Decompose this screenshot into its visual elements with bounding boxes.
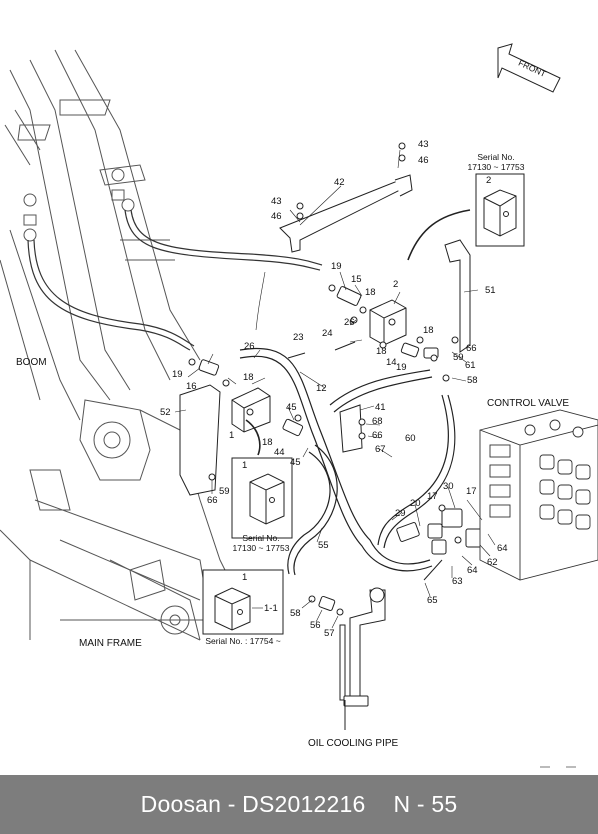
callout-67: 67 [375, 444, 386, 455]
hydraulic-parts-diagram: FRONT Serial No. 17130 ~ 17753 2 1 Seria… [0, 43, 598, 768]
callout-55: 55 [318, 540, 329, 551]
callout-15: 15 [351, 274, 362, 285]
callout-52: 52 [160, 407, 171, 418]
callout-64: 64 [467, 565, 478, 576]
callout-1: 1 [229, 430, 234, 441]
callout-12: 12 [316, 383, 327, 394]
hose-55 [287, 444, 338, 576]
callout-26: 26 [344, 317, 355, 328]
callout-19: 19 [331, 261, 342, 272]
callout-43: 43 [271, 196, 282, 207]
callout-58: 58 [467, 375, 478, 386]
callout-43: 43 [418, 139, 429, 150]
callout-59: 59 [453, 352, 464, 363]
callout-45: 45 [290, 457, 301, 468]
leader-lines [174, 149, 496, 629]
bracket-52 [179, 384, 221, 496]
callout-65: 65 [427, 595, 438, 606]
callout-17: 17 [427, 491, 438, 502]
oil-cooling-pipe [339, 587, 386, 730]
callout-60: 60 [405, 433, 416, 444]
callout-26: 26 [244, 341, 255, 352]
inset-middle-part: 1 [242, 460, 247, 471]
inset-top-serial-title: Serial No. [477, 152, 514, 162]
callout-46: 46 [271, 211, 282, 222]
control-valve-label: CONTROL VALVE [487, 398, 569, 409]
callout-24: 24 [322, 328, 333, 339]
callout-19: 19 [396, 362, 407, 373]
callout-59: 59 [219, 486, 230, 497]
callout-18: 18 [365, 287, 376, 298]
callout-42: 42 [334, 177, 345, 188]
inset-top-part: 2 [486, 175, 491, 186]
inset-middle-serial-title: Serial No. [242, 533, 279, 543]
bracket-42 [279, 174, 413, 253]
oil-cooling-pipe-label: OIL COOLING PIPE [308, 738, 399, 749]
callout-63: 63 [452, 576, 463, 587]
callout-14: 14 [386, 357, 397, 368]
callout-66: 66 [372, 430, 383, 441]
valve-block-2 [369, 299, 407, 346]
bracket-67 [339, 404, 363, 453]
inset-middle-serial-range: 17130 ~ 17753 [233, 543, 290, 553]
callout-16: 16 [186, 381, 197, 392]
callout-18: 18 [262, 437, 273, 448]
inset-bottom-part: 1 [242, 572, 247, 583]
callout-numbers: 43 46 42 43 46 19 15 2 18 51 26 24 18 14… [160, 139, 508, 639]
callout-17: 17 [466, 486, 477, 497]
inset-bottom-serial: Serial No. : 17754 ~ [205, 636, 280, 646]
callout-51: 51 [485, 285, 496, 296]
inset-bottom: 1 1-1 Serial No. : 17754 ~ [202, 569, 284, 646]
callout-62: 62 [487, 557, 498, 568]
callout-2: 2 [393, 279, 398, 290]
callout-68: 68 [372, 416, 383, 427]
callout-56: 56 [310, 620, 321, 631]
callout-41: 41 [375, 402, 386, 413]
bracket-51 [444, 239, 471, 353]
callout-64: 64 [497, 543, 508, 554]
hose-60 [377, 394, 456, 549]
callout-44: 44 [274, 447, 285, 458]
footer-bar: Doosan - DS2012216 N - 55 [0, 775, 598, 834]
callout-45: 45 [286, 402, 297, 413]
hose-41 [329, 369, 433, 413]
valve-block-1 [231, 387, 271, 433]
boom-hoses [27, 209, 323, 351]
footer-title: Doosan - DS2012216 [140, 791, 366, 817]
footer-page-number: N - 55 [393, 791, 458, 817]
inset-middle: 1 Serial No. 17130 ~ 17753 [231, 457, 293, 553]
callout-29: 29 [395, 508, 406, 519]
callout-46: 46 [418, 155, 429, 166]
inset-top-serial-range: 17130 ~ 17753 [468, 162, 525, 172]
inset-top-right: Serial No. 17130 ~ 17753 2 [468, 152, 525, 247]
boom-structure [0, 49, 241, 641]
callout-23: 23 [293, 332, 304, 343]
main-frame-label: MAIN FRAME [79, 638, 142, 649]
corner-marks [540, 766, 576, 768]
hose-12 [239, 347, 433, 572]
callout-20: 20 [410, 498, 421, 509]
callout-18: 18 [423, 325, 434, 336]
callout-18: 18 [243, 372, 254, 383]
boom-label: BOOM [16, 357, 47, 368]
inset-bottom-subpart: 1-1 [264, 603, 278, 614]
callout-61: 61 [465, 360, 476, 371]
callout-18: 18 [376, 346, 387, 357]
callout-58: 58 [290, 608, 301, 619]
callout-66: 66 [207, 495, 218, 506]
callout-19: 19 [172, 369, 183, 380]
callout-30: 30 [443, 481, 454, 492]
control-valve [479, 409, 598, 581]
callout-57: 57 [324, 628, 335, 639]
callout-66: 66 [466, 343, 477, 354]
